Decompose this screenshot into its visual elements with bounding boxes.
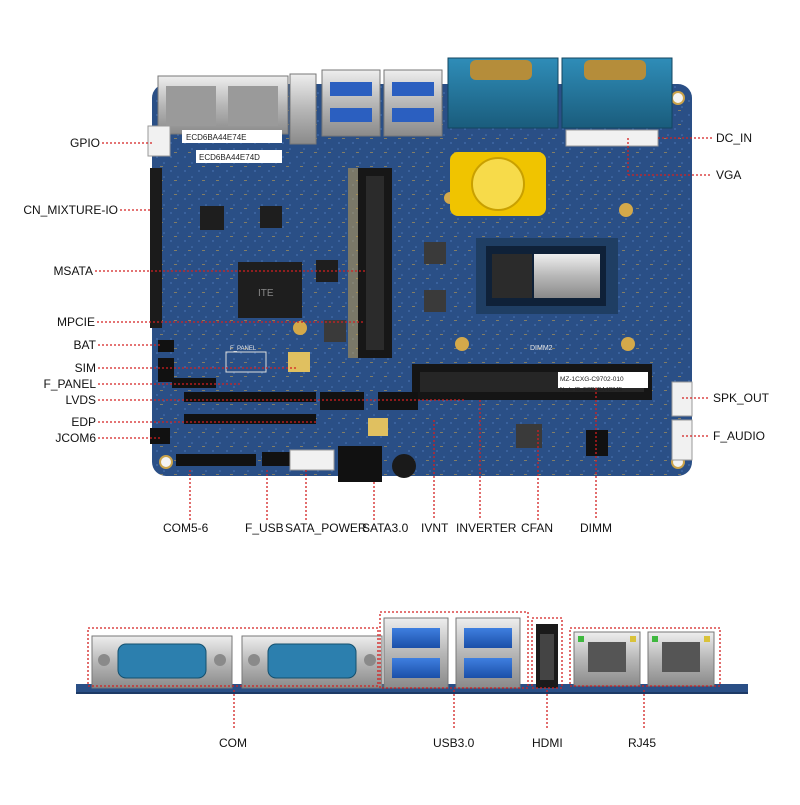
gpio-connector [147,125,171,157]
label-ivnt: IVNT [421,521,449,535]
label-f-panel: F_PANEL [43,377,96,391]
cn-mixture-io-connector [150,168,162,328]
f-audio-connector [671,419,693,461]
label-f-audio: F_AUDIO [713,429,766,443]
usb3-ports-top [321,69,443,137]
fpanel-silk: F_PANEL [230,346,257,352]
buzzer [392,454,416,478]
label-lvds: LVDS [65,393,96,407]
label-sata-power: SATA_POWER [285,521,367,535]
label-com: COM [219,736,247,750]
label-f-usb: F_USB [245,521,284,535]
label-msata: MSATA [53,264,93,278]
com-ports-top [447,57,673,129]
sata-power-connector [289,449,335,471]
msata-mpcie-slots [348,168,392,358]
dimm-model: MZ-1CXG-C9702-010 [560,376,624,383]
label-hdmi: HDMI [532,736,563,750]
label-dimm: DIMM [580,521,612,535]
io-bracket-boxes [87,611,721,730]
label-com5-6: COM5-6 [163,521,209,535]
node-id: Node ID: ECD6BA4C34B [560,387,622,393]
label-gpio: GPIO [69,136,100,150]
dimm-silk: DIMM2 [530,345,553,352]
label-usb3: USB3.0 [433,736,475,750]
rear-rj45-ports [573,631,715,687]
label-cfan: CFAN [521,521,554,535]
rear-com-ports [91,635,383,689]
dimm-slot [412,364,652,400]
label-bat: BAT [73,338,96,352]
sata3-connector [338,446,382,482]
rear-usb3-ports [383,617,521,689]
label-jcom6: JCOM6 [55,431,96,445]
label-mpcie: MPCIE [56,315,95,329]
rear-hdmi-port [536,624,558,688]
label-sata3: SATA3.0 [362,521,409,535]
pin-headers [150,340,316,466]
spk-out-connector [671,381,693,417]
label-dc-in: DC_IN [716,131,753,145]
label-sim: SIM [74,361,96,375]
label-spk-out: SPK_OUT [713,391,770,405]
mac-label-1: ECD6BA44E74E [186,133,246,142]
rj45-ports-top [157,73,317,145]
rear-io-panel [76,617,748,694]
cpu-package [476,238,618,314]
chip-text: ITE [258,288,274,299]
label-vga: VGA [716,168,742,182]
label-rj45: RJ45 [628,736,657,750]
label-cn-mixture-io: CN_MIXTURE-IO [23,203,118,217]
dc-in-connector [565,129,659,147]
label-inverter: INVERTER [456,521,517,535]
label-edp: EDP [71,415,96,429]
leader-lines [95,137,712,520]
cmos-battery [450,152,546,216]
mac-label-2: ECD6BA44E74D [199,153,260,162]
